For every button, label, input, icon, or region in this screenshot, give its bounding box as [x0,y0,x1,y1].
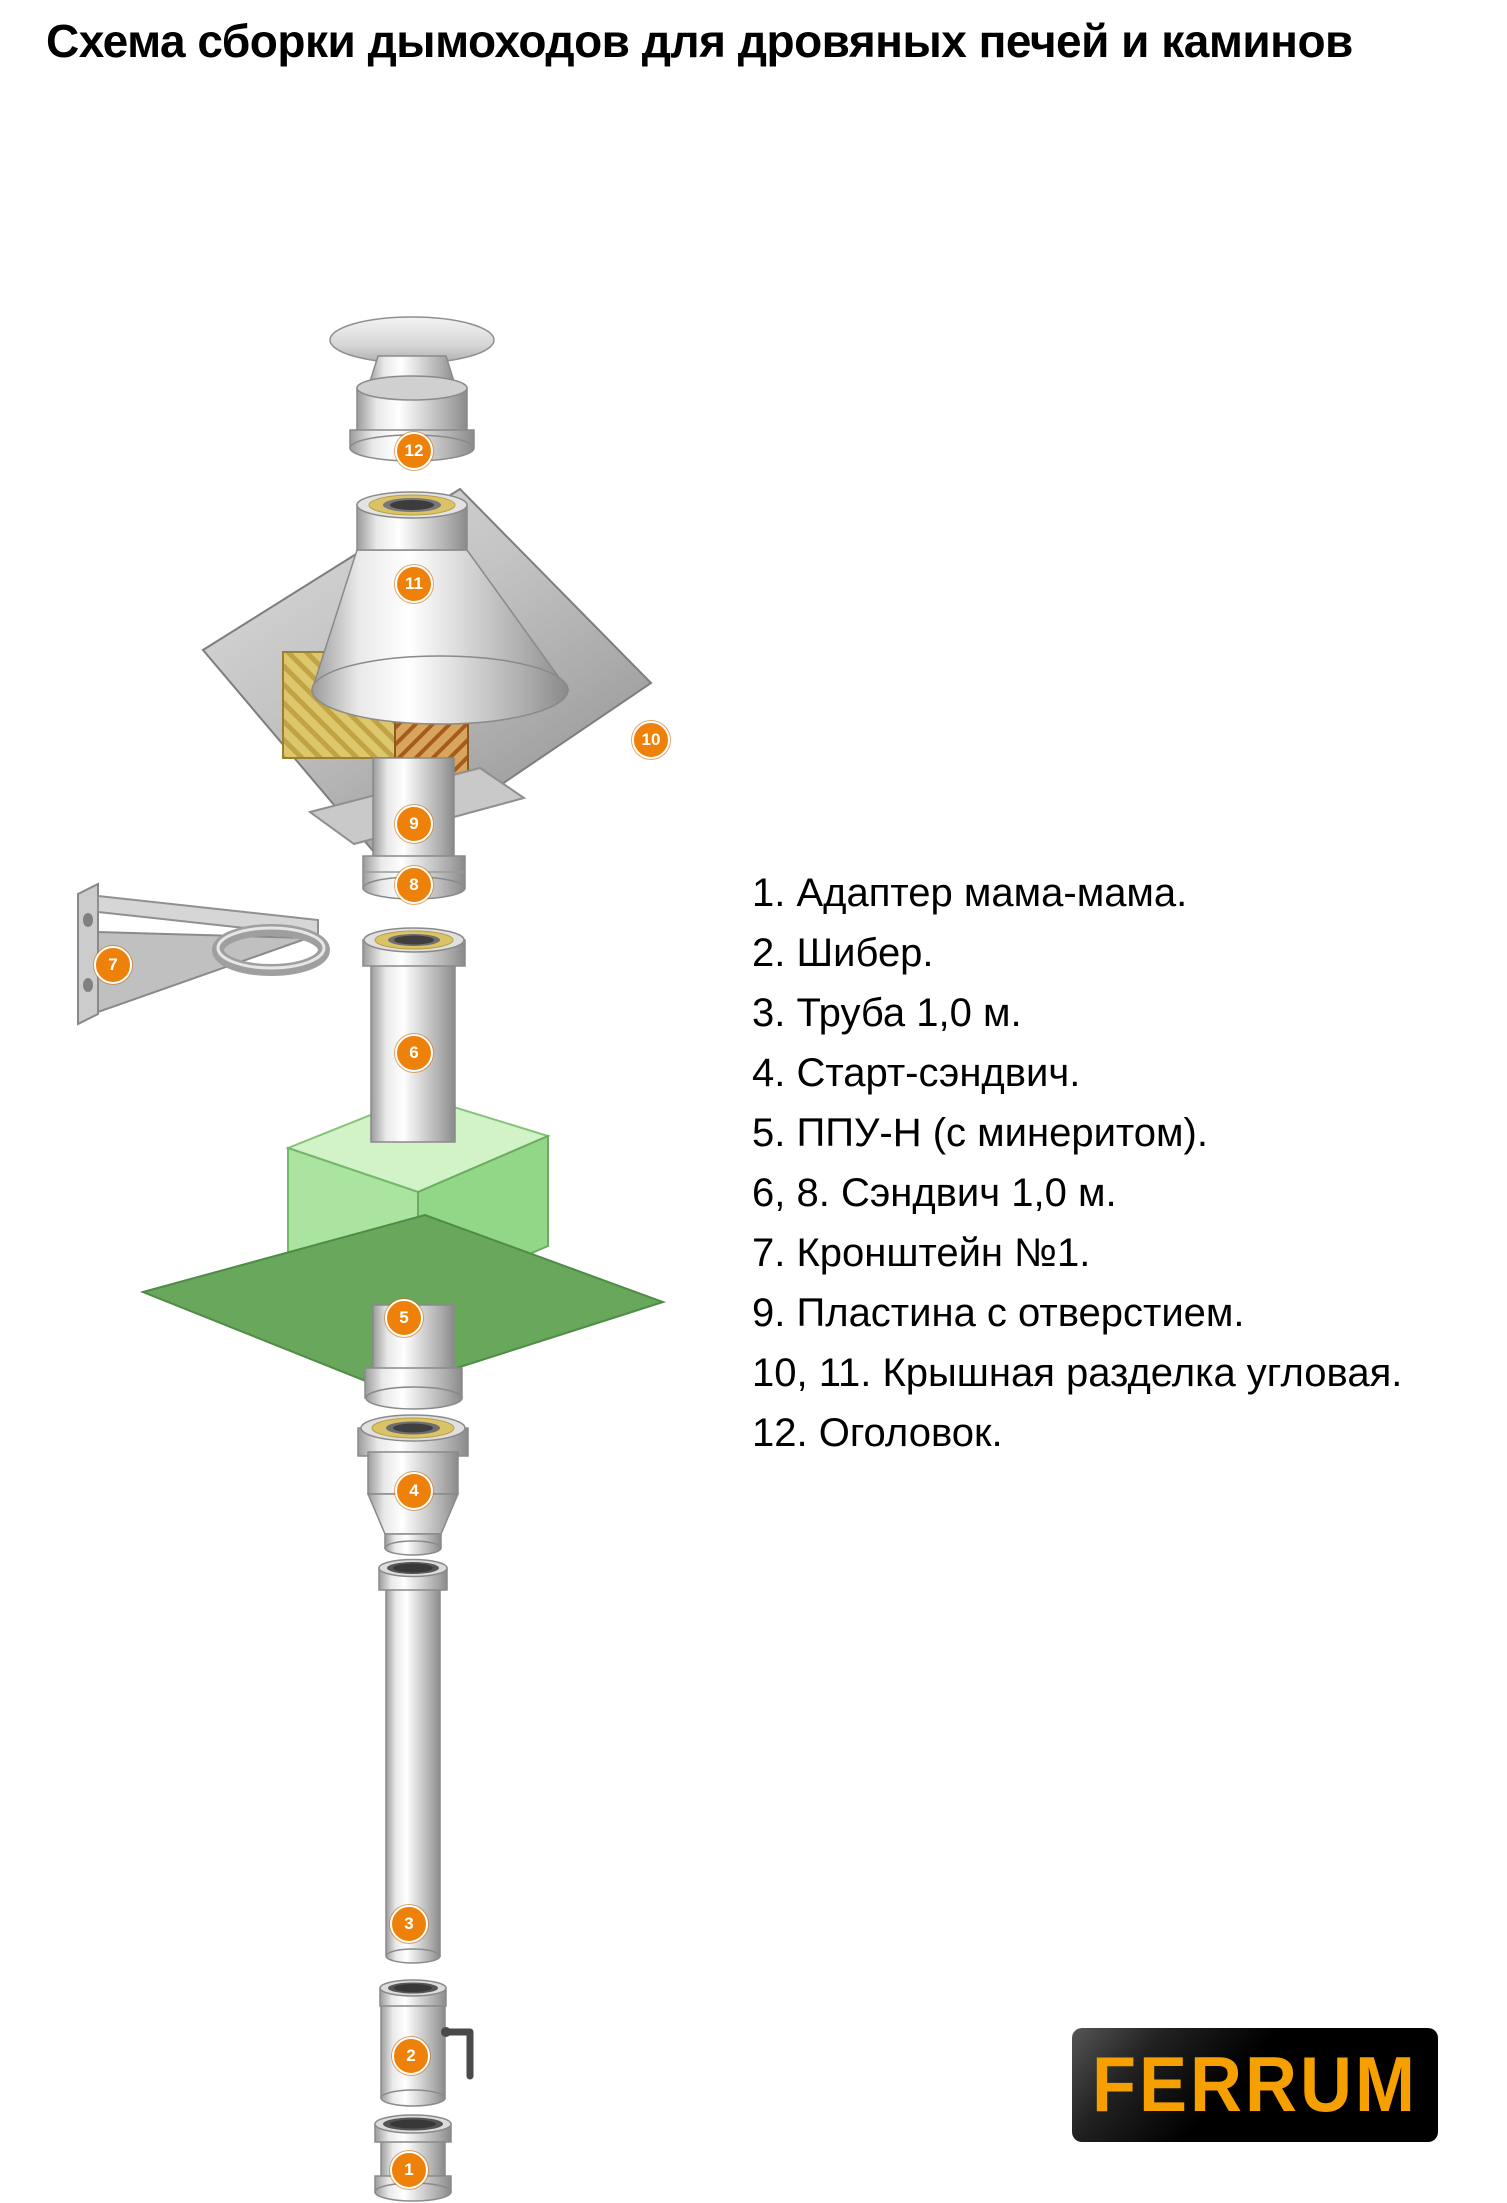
badge-10: 10 [632,721,670,759]
part-sandwich-pipe-6 [362,927,466,1143]
badge-6: 6 [395,1034,433,1072]
badge-11: 11 [395,565,433,603]
legend-item-bracket: 7. Кронштейн №1. [752,1231,1091,1275]
legend-item-roof-flash: 10, 11. Крышная разделка угловая. [752,1351,1403,1395]
legend-item-cap: 12. Оголовок. [752,1411,1003,1455]
part-roof-cone [310,491,570,725]
legend-item-start: 4. Старт-сэндвич. [752,1051,1081,1095]
ferrum-logo: FERRUM [1072,2028,1438,2142]
badge-3: 3 [390,1905,428,1943]
legend-item-damper: 2. Шибер. [752,931,934,975]
ferrum-logo-text: FERRUM [1092,2041,1418,2129]
legend-item-pipe: 3. Труба 1,0 м. [752,991,1022,1035]
badge-8: 8 [395,866,433,904]
badge-9: 9 [395,805,433,843]
legend-item-sandwich: 6, 8. Сэндвич 1,0 м. [752,1171,1117,1215]
badge-5: 5 [385,1299,423,1337]
badge-12: 12 [395,432,433,470]
legend-item-ppu: 5. ППУ-Н (с минеритом). [752,1111,1208,1155]
legend: 1. Адаптер мама-мама. 2. Шибер. 3. Труба… [752,863,1402,1463]
badge-4: 4 [395,1472,433,1510]
part-pipe [378,1558,448,1964]
legend-item-hole-plate: 9. Пластина с отверстием. [752,1291,1245,1335]
part-damper [379,1979,474,2107]
badge-7: 7 [94,946,132,984]
legend-item-adapter: 1. Адаптер мама-мама. [752,871,1188,915]
page-title: Схема сборки дымоходов для дровяных пече… [46,15,1353,67]
badge-2: 2 [392,2037,430,2075]
damper-handle [441,2028,474,2080]
badge-1: 1 [390,2151,428,2189]
part-cap [329,316,495,462]
